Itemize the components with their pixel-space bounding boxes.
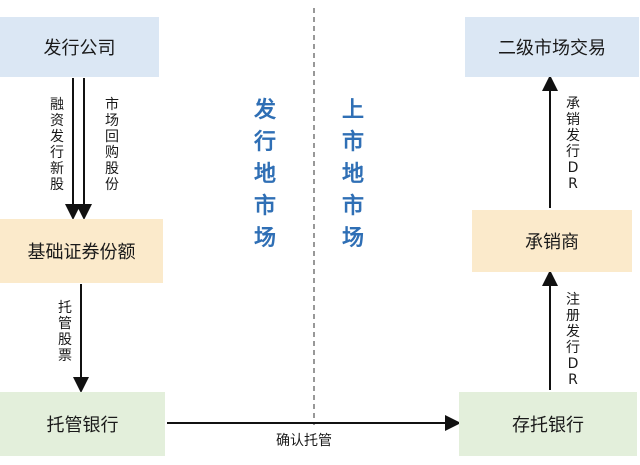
label-confirm-custody: 确认托管 xyxy=(276,433,332,449)
label-underwrite-issue-dr: 承销发行DR xyxy=(566,96,580,192)
issuance-market-label: 发行地市场 xyxy=(253,98,276,251)
underwriter-box: 承销商 xyxy=(472,210,632,272)
custodian-bank-box: 托管银行 xyxy=(0,392,165,456)
depositary-bank-box: 存托银行 xyxy=(459,392,637,456)
label-market-buyback: 市场回购股份 xyxy=(105,97,119,193)
listing-market-label: 上市地市场 xyxy=(341,98,364,251)
label-custody-shares: 托管股票 xyxy=(58,300,72,364)
label-financing-new-shares: 融资发行新股 xyxy=(50,97,64,193)
label-register-issue-dr: 注册发行DR xyxy=(566,292,580,388)
basic-shares-box: 基础证券份额 xyxy=(0,219,163,283)
secondary-market-box: 二级市场交易 xyxy=(465,17,639,77)
issuer-box: 发行公司 xyxy=(0,17,159,77)
